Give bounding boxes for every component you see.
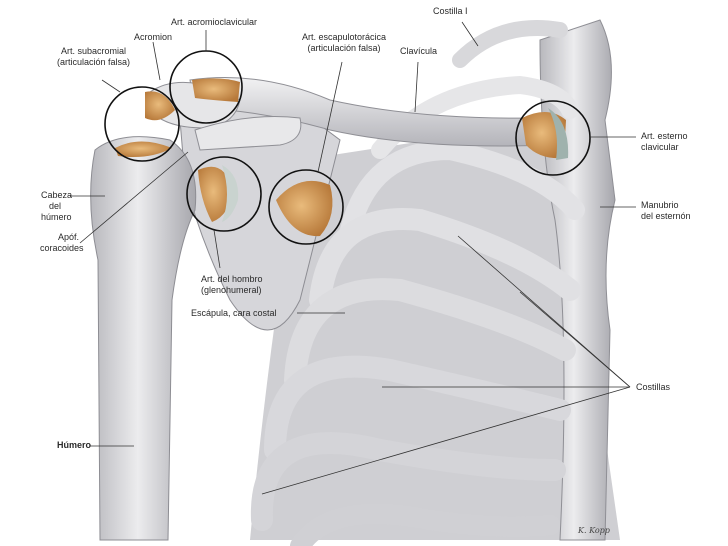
glenoid-surface [222,165,239,222]
rib-5 [284,278,576,391]
circle-glenohumeral [186,156,262,232]
acromioclavicular-cartilage [192,78,240,102]
rib-7 [250,432,566,531]
label-art-hombro-line1: Art. del hombro [201,274,263,284]
rib-1 [452,20,568,68]
leader-costillas-2 [519,291,631,388]
label-manubrio: Manubrio del esternón [641,200,691,222]
artist-signature: K. Kopp [577,526,610,535]
label-acromion: Acromion [134,32,173,42]
label-cabeza-line1: Cabeza [41,190,73,200]
leader-coracoides [79,151,189,244]
acromion-cartilage [145,91,175,121]
scapulothoracic-cartilage [276,180,333,237]
label-costillas: Costillas [636,382,671,392]
sternoclavicular-disc [548,108,569,160]
leader-lines [70,21,636,495]
leader-costillas-4 [261,386,631,495]
rib-4 [309,208,581,311]
label-clavicula: Clavícula [400,46,438,56]
subacromial-cartilage [115,141,172,157]
label-art-esternoclavicular-line1: Art. esterno [641,131,688,141]
label-art-subacromial-line2: (articulación falsa) [57,57,131,67]
label-art-subacromial: Art. subacromial (articulación falsa) [57,46,130,68]
circle-subacromial [104,86,180,162]
leader-clavicula [414,61,419,113]
label-manubrio-line2: del esternón [641,211,691,221]
leader-acromion [152,41,161,81]
leader-hombro [213,229,221,269]
label-art-subacromial-line1: Art. subacromial [61,46,127,56]
leader-costilla-i [461,21,479,47]
circle-scapulothoracic [268,169,344,245]
label-art-esternoclavicular: Art. esterno clavicular [641,131,688,153]
label-art-escapulotoracica: Art. escapulotorácica (articulación fals… [302,32,386,54]
humerus [90,136,197,541]
label-art-hombro-line2: (glenohumeral) [201,285,262,295]
label-art-hombro: Art. del hombro (glenohumeral) [201,274,263,296]
label-art-escapulotoracica-line2: (articulación falsa) [307,43,381,53]
coracoid-process [194,116,302,151]
leader-subacromial [101,79,121,93]
label-cabeza-line3: húmero [41,212,72,222]
label-humero: Húmero [57,440,92,450]
label-apof-line2: coracoides [40,243,84,253]
circle-sternoclavicular [515,100,591,176]
label-cabeza-line2: del [49,201,62,211]
glenoid-cartilage [198,166,232,222]
label-escapula: Escápula, cara costal [191,308,277,318]
label-art-escapulotoracica-line1: Art. escapulotorácica [302,32,387,42]
joint-highlight-circles [104,50,591,245]
label-art-acromioclavicular: Art. acromioclavicular [171,17,258,27]
leader-escapulotoracica [317,61,343,173]
label-manubrio-line1: Manubrio [641,200,679,210]
label-apof-coracoides: Apóf. coracoides [40,232,84,254]
label-apof-line1: Apóf. [58,232,80,242]
label-cabeza-humero: Cabeza del húmero [41,190,72,223]
rib-8 [290,503,560,546]
ribs [250,20,585,546]
rib-3 [340,139,585,240]
label-costilla-i: Costilla I [433,6,468,16]
rib-6 [264,355,571,461]
label-art-esternoclavicular-line2: clavicular [641,142,679,152]
